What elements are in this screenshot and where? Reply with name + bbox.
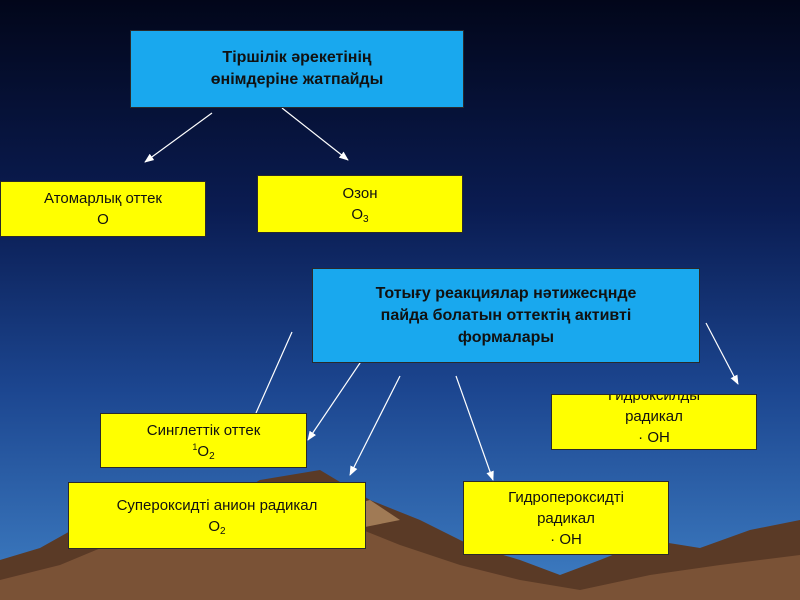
singlet-oxygen-subscript: 2 [209,451,215,462]
arrow-to-superoxide [350,376,400,475]
ozone-label: Озон [342,183,377,204]
ozone-box: Озон O3 [257,175,463,233]
middle-box-line-3: формалары [458,327,554,349]
hydroperoxide-label-2: радикал [537,508,595,529]
hydroxyl-label: Гидроксилды [608,394,700,406]
superoxide-box: Супероксидті анион радикал O2 [68,482,366,549]
superoxide-formula: O2 [208,516,225,537]
arrow-to-singlet-oxygen [308,360,362,440]
middle-box-line-1: Тотығу реакциялар нәтижесңнде [376,283,637,305]
top-box: Тіршілік әрекетінің өнімдеріне жатпайды [130,30,464,108]
hydroxyl-label-2: радикал [625,406,683,427]
ozone-subscript: 3 [363,214,369,225]
singlet-oxygen-symbol: O [197,443,209,460]
arrow-to-hydroperoxide [456,376,493,480]
atomic-oxygen-symbol: O [97,209,109,230]
superoxide-subscript: 2 [220,526,226,537]
ozone-symbol: O [351,206,363,223]
singlet-oxygen-label: Синглеттік оттек [147,420,261,441]
singlet-oxygen-formula: 1O2 [192,441,214,462]
singlet-oxygen-box: Синглеттік оттек 1O2 [100,413,307,468]
hydroperoxide-formula: · OH [550,529,582,550]
atomic-oxygen-label: Атомарлық оттек [44,188,162,209]
superoxide-label: Супероксидті анион радикал [117,495,318,516]
superoxide-symbol: O [208,518,220,535]
hydroperoxide-label: Гидропероксидті [508,487,624,508]
hydroxyl-box: Гидроксилды радикал · OH [551,394,757,450]
atomic-oxygen-box: Атомарлық оттек O [0,181,206,237]
hydroxyl-formula: · OH [638,427,670,448]
line-to-superoxide [256,332,292,413]
arrow-to-atomic-oxygen [145,113,212,162]
ozone-formula: O3 [351,204,368,225]
arrow-to-hydroxyl [706,323,738,384]
hydroperoxide-box: Гидропероксидті радикал · OH [463,481,669,555]
top-box-line-2: өнімдеріне жатпайды [211,69,384,91]
middle-box: Тотығу реакциялар нәтижесңнде пайда бола… [312,268,700,363]
arrow-to-ozone [282,108,348,160]
middle-box-line-2: пайда болатын оттектің активті [381,305,632,327]
top-box-line-1: Тіршілік әрекетінің [222,47,371,69]
